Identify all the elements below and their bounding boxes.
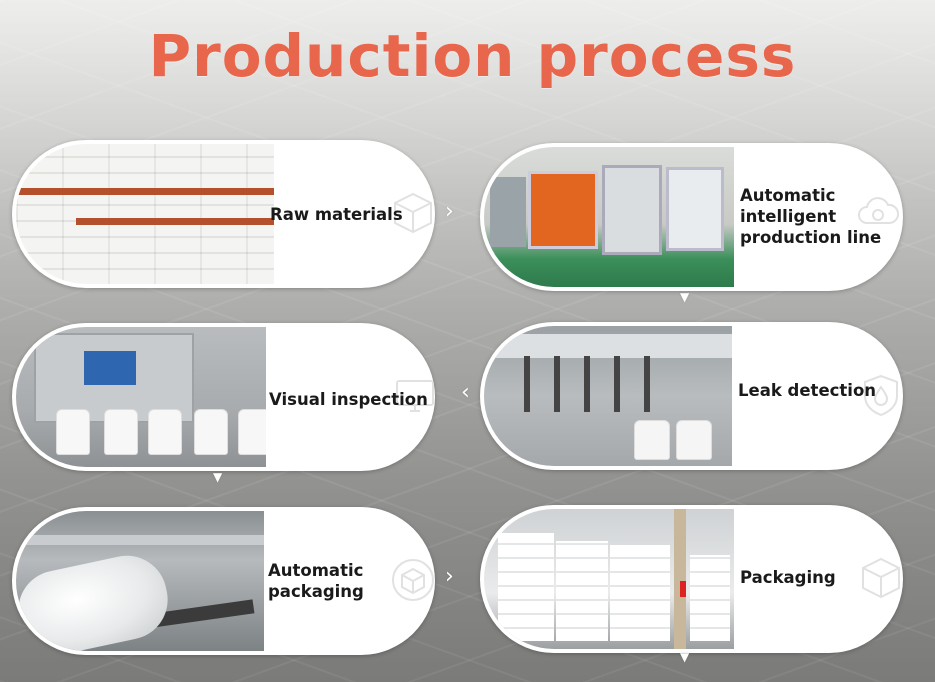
arrow-left-1: ‹ [461,380,470,405]
step-label-automatic-packaging: Automatic packaging [268,561,364,601]
arrow-down-1: ▼ [680,290,690,304]
arrow-right-1: › [445,199,454,224]
step-label-packaging: Packaging [740,568,836,587]
arrow-down-3: ▼ [680,650,690,664]
monitor-icon [396,380,434,412]
leak-detection-photo [484,326,732,466]
shield-drop-icon [864,374,898,417]
step-card-packaging: Packaging [480,505,903,653]
step-label-raw-materials: Raw materials [270,205,403,224]
arrow-down-2: ▼ [213,470,223,484]
step-card-leak-detection: Leak detection [480,322,903,470]
step-label-production-line: Automatic intelligent production line [740,186,882,247]
step-label-visual-inspection: Visual inspection [269,390,428,409]
cloud-gear-icon [858,197,899,224]
box-icon [862,557,900,599]
step-card-raw-materials: Raw materials [12,140,435,288]
automatic-packaging-photo [16,511,264,651]
visual-inspection-photo [16,327,266,467]
arrow-right-2: › [445,564,454,589]
package-icon [392,559,434,601]
packaging-warehouse-photo [484,509,734,649]
box-icon [394,192,432,234]
production-line-photo [484,147,734,287]
step-label-leak-detection: Leak detection [738,381,877,400]
page-title: Production process [148,22,797,90]
step-card-production-line: Automatic intelligent production line [480,143,903,291]
step-card-automatic-packaging: Automatic packaging [12,507,435,655]
step-card-visual-inspection: Visual inspection [12,323,435,471]
raw-materials-photo [16,144,274,284]
